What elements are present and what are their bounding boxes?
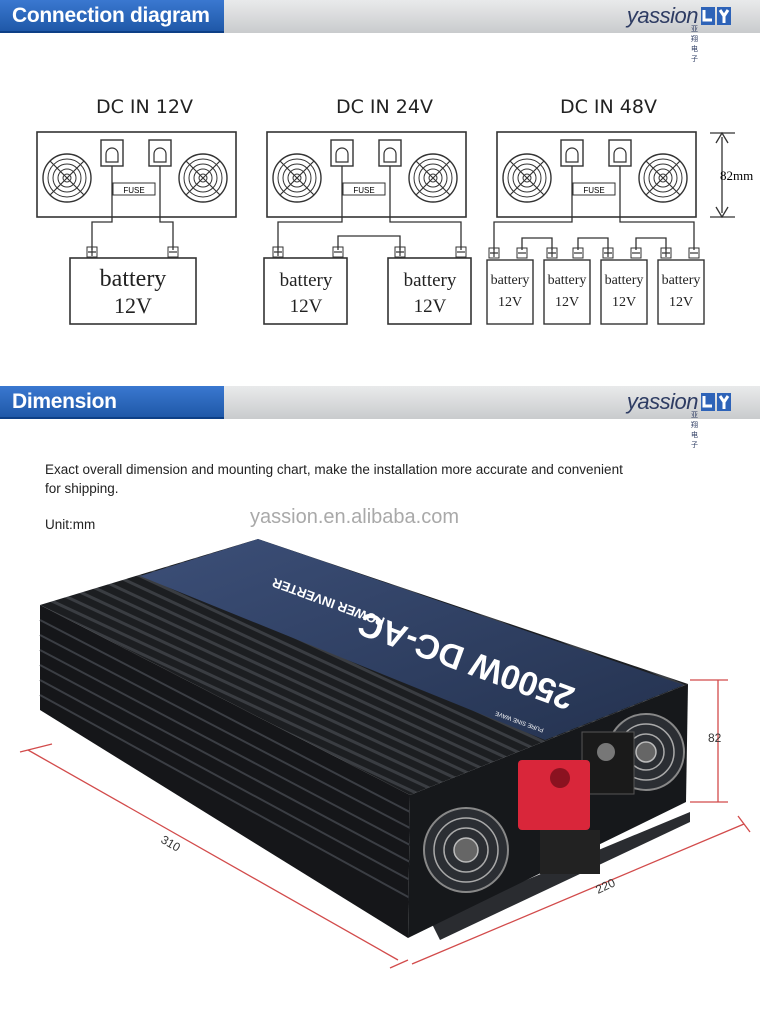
battery-voltage: 12V xyxy=(555,295,579,310)
description-line-1: Exact overall dimension and mounting cha… xyxy=(45,462,623,477)
brand-name: yassion xyxy=(626,3,699,28)
battery-text: battery xyxy=(605,273,644,288)
brand-mark-icon xyxy=(701,7,731,25)
battery-voltage: 12V xyxy=(290,296,323,317)
diagram-label-24v: DC IN 24V xyxy=(336,96,433,118)
inverter-24v xyxy=(266,131,467,250)
battery-text: battery xyxy=(280,270,333,291)
battery-text: battery xyxy=(404,270,457,291)
batteries-24v xyxy=(263,246,472,325)
dimension-lines xyxy=(19,679,751,969)
inverter-48v xyxy=(493,131,735,250)
diagram-label-12v: DC IN 12V xyxy=(96,96,193,118)
section-tab: Dimension xyxy=(0,386,224,419)
battery-voltage: 12V xyxy=(498,295,522,310)
dimension-banner: Dimension yassion 亚翔电子 xyxy=(0,386,760,449)
battery-text: battery xyxy=(491,273,530,288)
battery-text: battery xyxy=(662,273,701,288)
long-side xyxy=(40,605,410,938)
battery-text: battery xyxy=(548,273,587,288)
battery-voltage: 12V xyxy=(114,293,152,318)
battery-voltage: 12V xyxy=(669,295,693,310)
inverter-12v xyxy=(36,131,237,250)
battery-voltage: 12V xyxy=(612,295,636,310)
fuse-label: FUSE xyxy=(583,186,604,195)
height-label-82mm: 82mm xyxy=(720,168,753,183)
fuse-label: FUSE xyxy=(353,186,374,195)
positive-terminal-icon xyxy=(518,760,600,874)
batteries-48v xyxy=(486,247,705,325)
label-panel xyxy=(140,539,684,740)
battery-text: battery xyxy=(100,266,167,292)
brand-subtitle: 亚翔电子 xyxy=(691,26,698,63)
connection-diagrams: FUSE FUSE FUSE 82mm battery 12V battery … xyxy=(36,131,753,325)
connection-diagram-banner: Connection diagram yassion 亚翔电子 xyxy=(0,0,760,63)
description-line-2: for shipping. xyxy=(45,481,119,496)
section-title: Dimension xyxy=(12,390,117,413)
terminal-icon xyxy=(148,139,172,167)
battery-12v xyxy=(69,246,197,325)
section-tab: Connection diagram xyxy=(0,0,224,33)
brand-mark-icon xyxy=(701,393,731,411)
terminal-icon xyxy=(100,139,124,167)
inverter-product-image: 2500W DC-AC POWER INVERTER PURE SINE WAV… xyxy=(19,539,751,969)
height-label: 82 xyxy=(708,731,722,745)
watermark: yassion.en.alibaba.com xyxy=(250,506,460,528)
section-title: Connection diagram xyxy=(12,4,210,27)
brand-subtitle: 亚翔电子 xyxy=(691,412,698,449)
unit-label: Unit:mm xyxy=(45,517,96,532)
brand-name: yassion xyxy=(626,389,699,414)
fan-icon xyxy=(423,807,509,893)
diagram-label-48v: DC IN 48V xyxy=(560,96,657,118)
fuse-label: FUSE xyxy=(123,186,144,195)
battery-voltage: 12V xyxy=(414,296,447,317)
